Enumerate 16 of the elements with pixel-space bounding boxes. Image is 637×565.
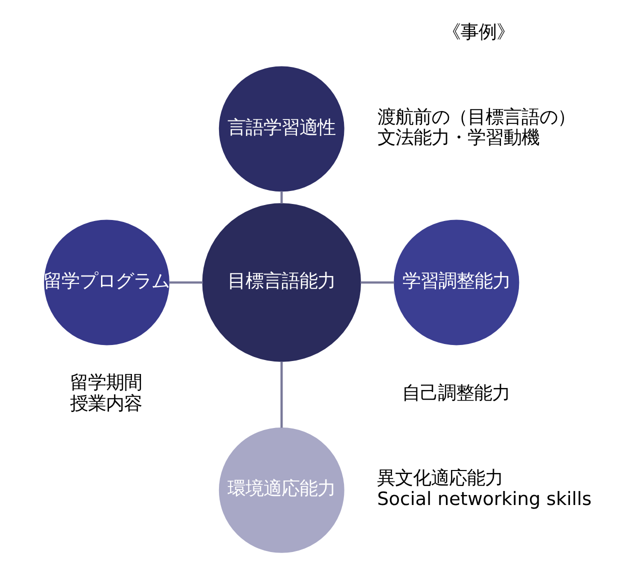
connector bbox=[280, 362, 282, 428]
node-label: 授業内容 bbox=[69, 393, 142, 414]
node-label: Social networking skills bbox=[376, 488, 592, 510]
node-circle: 学習調整能力 bbox=[393, 220, 519, 346]
node-circle: 言語学習適性 bbox=[218, 66, 344, 192]
label: 《事例》 bbox=[442, 22, 514, 43]
node-label: 自己調整能力 bbox=[401, 383, 510, 404]
node-circle: 目標言語能力 bbox=[202, 203, 360, 362]
node-circle: 環境適応能力 bbox=[218, 427, 344, 553]
node-label: 渡航前の（目標言語の）文法能力・学習動機 bbox=[377, 106, 576, 149]
node-label: 留学期間 bbox=[69, 372, 142, 394]
connector bbox=[168, 281, 202, 284]
node-label: 異文化適応能力 bbox=[376, 468, 503, 490]
node-circle: 留学プログラム bbox=[44, 220, 169, 346]
connector bbox=[280, 191, 282, 204]
connector bbox=[360, 281, 394, 284]
